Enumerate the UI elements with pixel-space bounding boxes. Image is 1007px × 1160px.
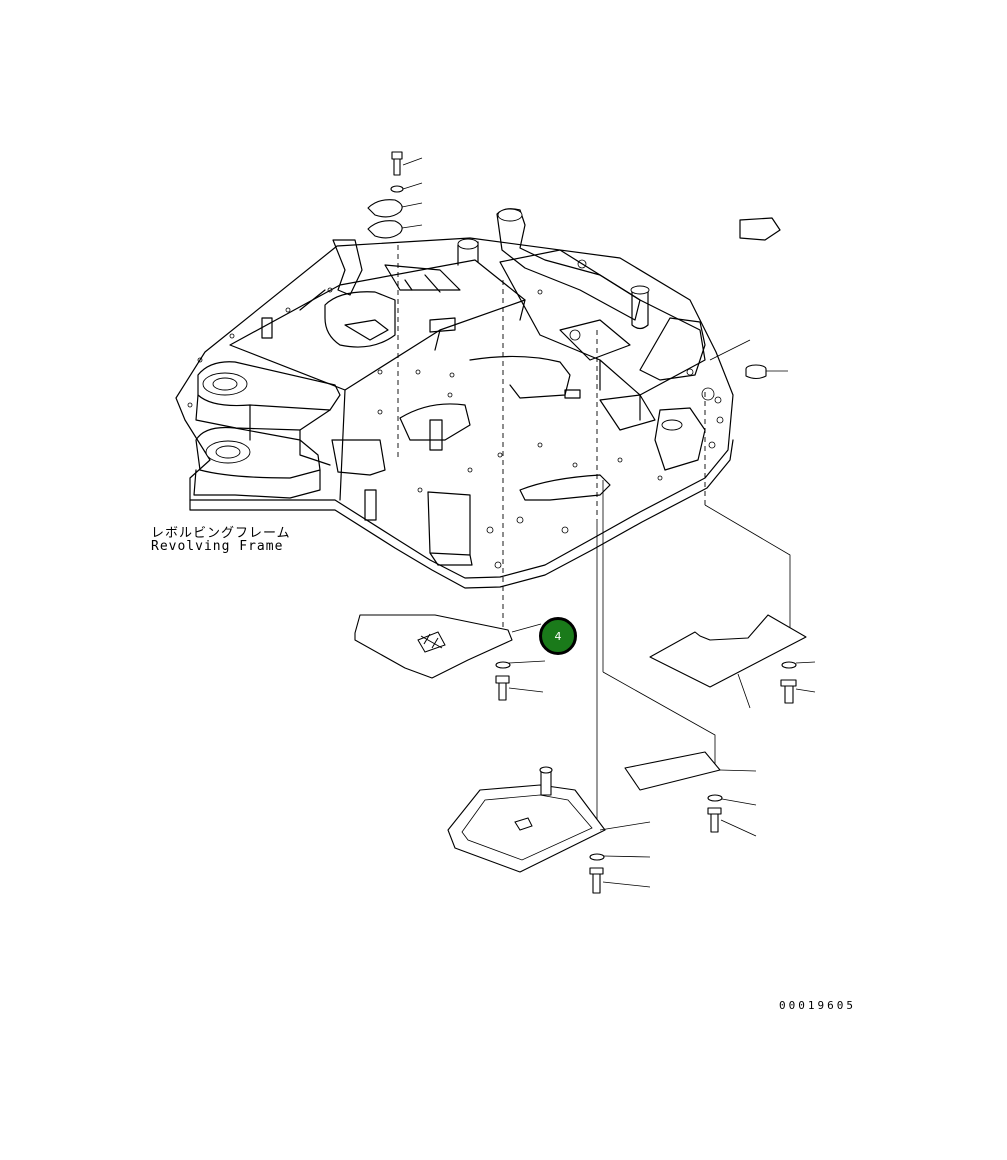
document-number: 00019605 [779, 999, 856, 1012]
callout-number: 4 [554, 630, 562, 643]
top-cover-parts [367, 151, 423, 239]
undercover-plate-right [649, 614, 816, 709]
frame-label-japanese: レボルビングフレーム [151, 526, 291, 541]
plug-part [709, 339, 788, 380]
small-cover-plate [624, 751, 757, 837]
assembly-lines [397, 245, 791, 830]
revolving-frame [175, 208, 781, 589]
callout-marker-4[interactable]: 4 [539, 617, 577, 655]
bottom-tray [447, 766, 651, 894]
undercover-plate-left [354, 614, 546, 701]
frame-label-english: Revolving Frame [151, 539, 284, 554]
